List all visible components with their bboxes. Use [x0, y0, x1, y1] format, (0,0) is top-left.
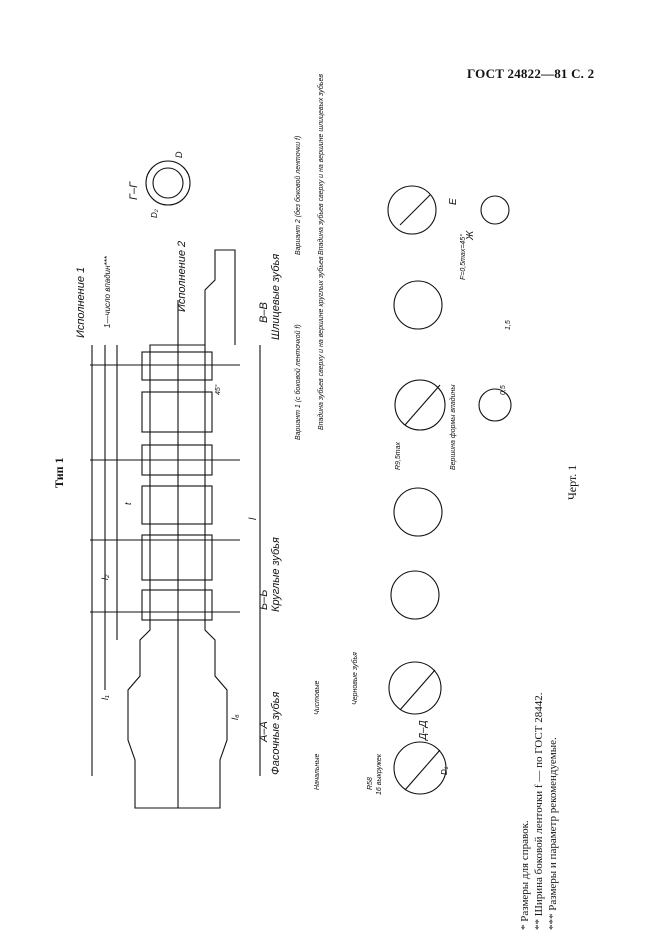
label-rough-teeth: Черновые зубья: [352, 652, 359, 705]
tol1: 0,5: [500, 385, 507, 395]
tol2: 1,5: [505, 320, 512, 330]
dim-d2: D₂: [150, 209, 159, 218]
f-note: F=0,5max=45°: [460, 234, 467, 280]
section-aa-title: А–А: [258, 721, 270, 742]
section-vv-subtitle: Шлицевые зубья: [270, 253, 282, 340]
variant1-label: Исполнение 1: [75, 266, 87, 338]
section-bb-subtitle: Круглые зубья: [270, 537, 282, 612]
section-vv-title: В–В: [258, 302, 270, 323]
page-header: ГОСТ 24822—81 С. 2: [467, 66, 595, 81]
dim-l2: l₂: [100, 574, 110, 580]
dim-l: l: [248, 517, 259, 520]
footnote-1: * Размеры для справок.: [519, 820, 531, 930]
section-dd-title: Д–Д: [418, 720, 429, 740]
dim-l1: l₁: [100, 695, 110, 700]
chamfer-note: 1—число впадин***: [103, 256, 112, 328]
angle: 45°: [215, 384, 222, 395]
type-label: Тип 1: [52, 457, 66, 488]
rz-note: R9,5max: [395, 441, 402, 470]
r-note: R58: [367, 777, 374, 790]
footnote-3: *** Размеры и параметр рекомендуемые.: [547, 737, 559, 930]
section-aa-subtitle: Фасочные зубья: [270, 691, 282, 775]
dim-t: t: [123, 502, 133, 505]
variant-b-note: Впадина зубьев сверху и на вершине шлице…: [318, 74, 325, 255]
variant2-title: Вариант 2 (без боковой ленточки f): [295, 135, 302, 255]
dim-d: D: [174, 151, 184, 159]
detail-e-label: Е: [448, 198, 459, 205]
section-gg-title: Г–Г: [128, 181, 140, 200]
footnote-2: ** Ширина боковой ленточки f — по ГОСТ 2…: [533, 692, 545, 930]
footnotes: * Размеры для справок. ** Ширина боковой…: [518, 693, 560, 930]
figure-caption: Черт. 1: [565, 464, 579, 500]
dim-l6: l₆: [230, 714, 240, 720]
variant1-title: Вариант 1 (с боковой ленточкой f): [295, 324, 302, 440]
variant-c-note: Вершина формы впадины: [450, 384, 457, 470]
label-start-teeth: Начальные: [314, 753, 321, 790]
section-bb-title: Б–Б: [258, 589, 270, 610]
dim-d1: D₁: [440, 766, 449, 775]
label-clean-teeth: Чистовые: [314, 680, 321, 715]
variant2-label: Исполнение 2: [176, 240, 188, 312]
variant-a-note: Впадина зубьев сверху и на вершине кругл…: [318, 256, 325, 430]
r-note2: 16 выкружек: [376, 753, 383, 795]
